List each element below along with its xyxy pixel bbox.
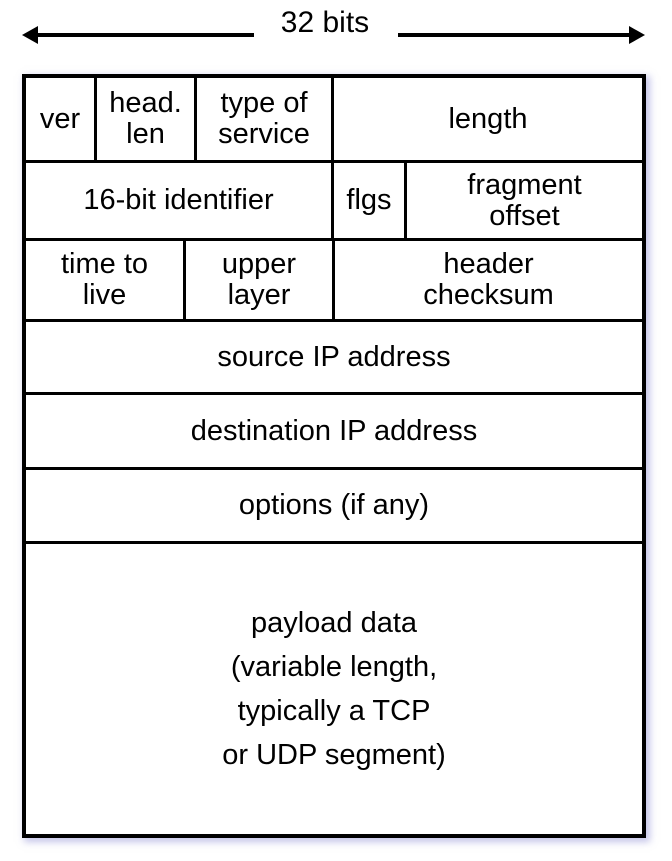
arrow-right-line [398,33,630,37]
field-flags-label: flgs [346,184,392,217]
arrow-right-icon [629,26,645,44]
field-payload-data-label: payload data(variable length,typically a… [222,606,446,772]
width-label: 32 bits [280,6,370,39]
field-options-label: options (if any) [238,489,430,522]
field-total-length: length [334,78,642,160]
table-row: destination IP address [26,395,642,470]
arrow-left-icon [22,26,38,44]
field-destination-ip-address-label: destination IP address [190,414,478,447]
width-annotation: 32 bits [0,0,672,62]
field-source-ip-address-label: source IP address [217,340,451,373]
table-row: payload data(variable length,typically a… [26,544,642,834]
field-version-label: ver [39,102,81,135]
field-source-ip-address: source IP address [26,322,642,392]
field-flags: flgs [334,163,407,238]
field-destination-ip-address: destination IP address [26,395,642,467]
field-header-length: head.len [97,78,197,160]
field-total-length-label: length [448,102,528,135]
field-identifier-label: 16-bit identifier [83,184,274,217]
field-payload-data: payload data(variable length,typically a… [26,544,642,834]
table-row: source IP address [26,322,642,395]
field-header-length-label: head.len [109,87,182,150]
table-row: options (if any) [26,470,642,544]
field-version: ver [26,78,97,160]
field-options: options (if any) [26,470,642,541]
arrow-left-line [36,33,254,37]
field-identifier: 16-bit identifier [26,163,334,238]
